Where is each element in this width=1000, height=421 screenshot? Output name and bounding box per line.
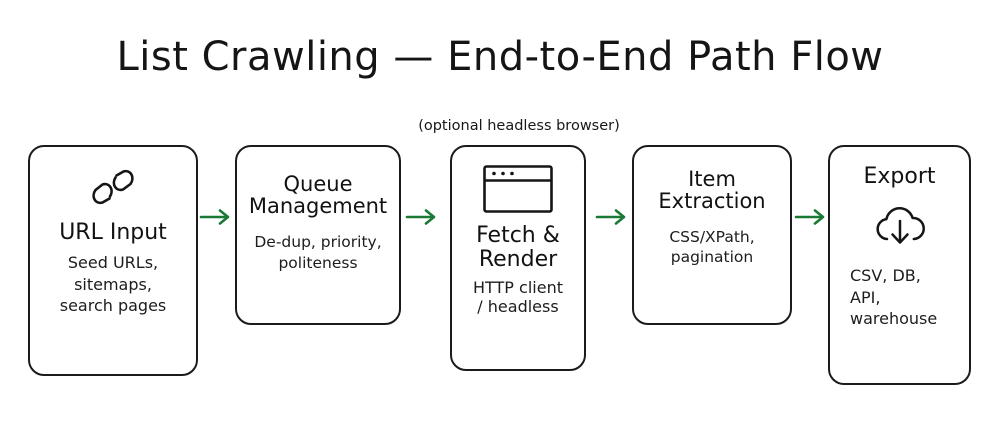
arrow-right-icon-url-to-queue <box>198 206 236 228</box>
node-fetch-render[interactable]: Fetch & Render HTTP client / headless <box>450 145 586 371</box>
node-title: Item Extraction <box>658 167 766 214</box>
node-title: Export <box>863 164 936 189</box>
node-url-input[interactable]: URL Input Seed URLs, sitemaps, search pa… <box>28 145 198 376</box>
node-item-extraction[interactable]: Item Extraction CSS/XPath, pagination <box>632 145 792 325</box>
node-subtitle: CSV, DB, API, warehouse <box>850 266 938 328</box>
arrow-right-icon-queue-to-fetch <box>404 206 442 228</box>
arrow-right-icon-extraction-to-export <box>793 206 831 228</box>
arrow-right-icon-fetch-to-extraction <box>594 206 632 228</box>
node-export[interactable]: Export CSV, DB, API, warehouse <box>828 145 971 385</box>
fetch-render-annotation: (optional headless browser) <box>418 118 620 134</box>
node-title: URL Input <box>59 220 167 245</box>
node-title: Queue Management <box>248 172 388 219</box>
cloud-download-icon <box>867 201 933 249</box>
node-subtitle: Seed URLs, sitemaps, search pages <box>59 253 167 315</box>
node-subtitle: De-dup, priority, politeness <box>254 232 382 272</box>
page-title: List Crawling — End-to-End Path Flow <box>116 34 884 80</box>
node-title: Fetch & Render <box>476 223 560 272</box>
node-subtitle: HTTP client / headless <box>473 277 563 317</box>
node-queue-management[interactable]: Queue Management De-dup, priority, polit… <box>235 145 401 325</box>
node-subtitle: CSS/XPath, pagination <box>669 227 755 266</box>
link-chain-icon <box>90 167 136 207</box>
browser-window-icon <box>482 164 554 214</box>
